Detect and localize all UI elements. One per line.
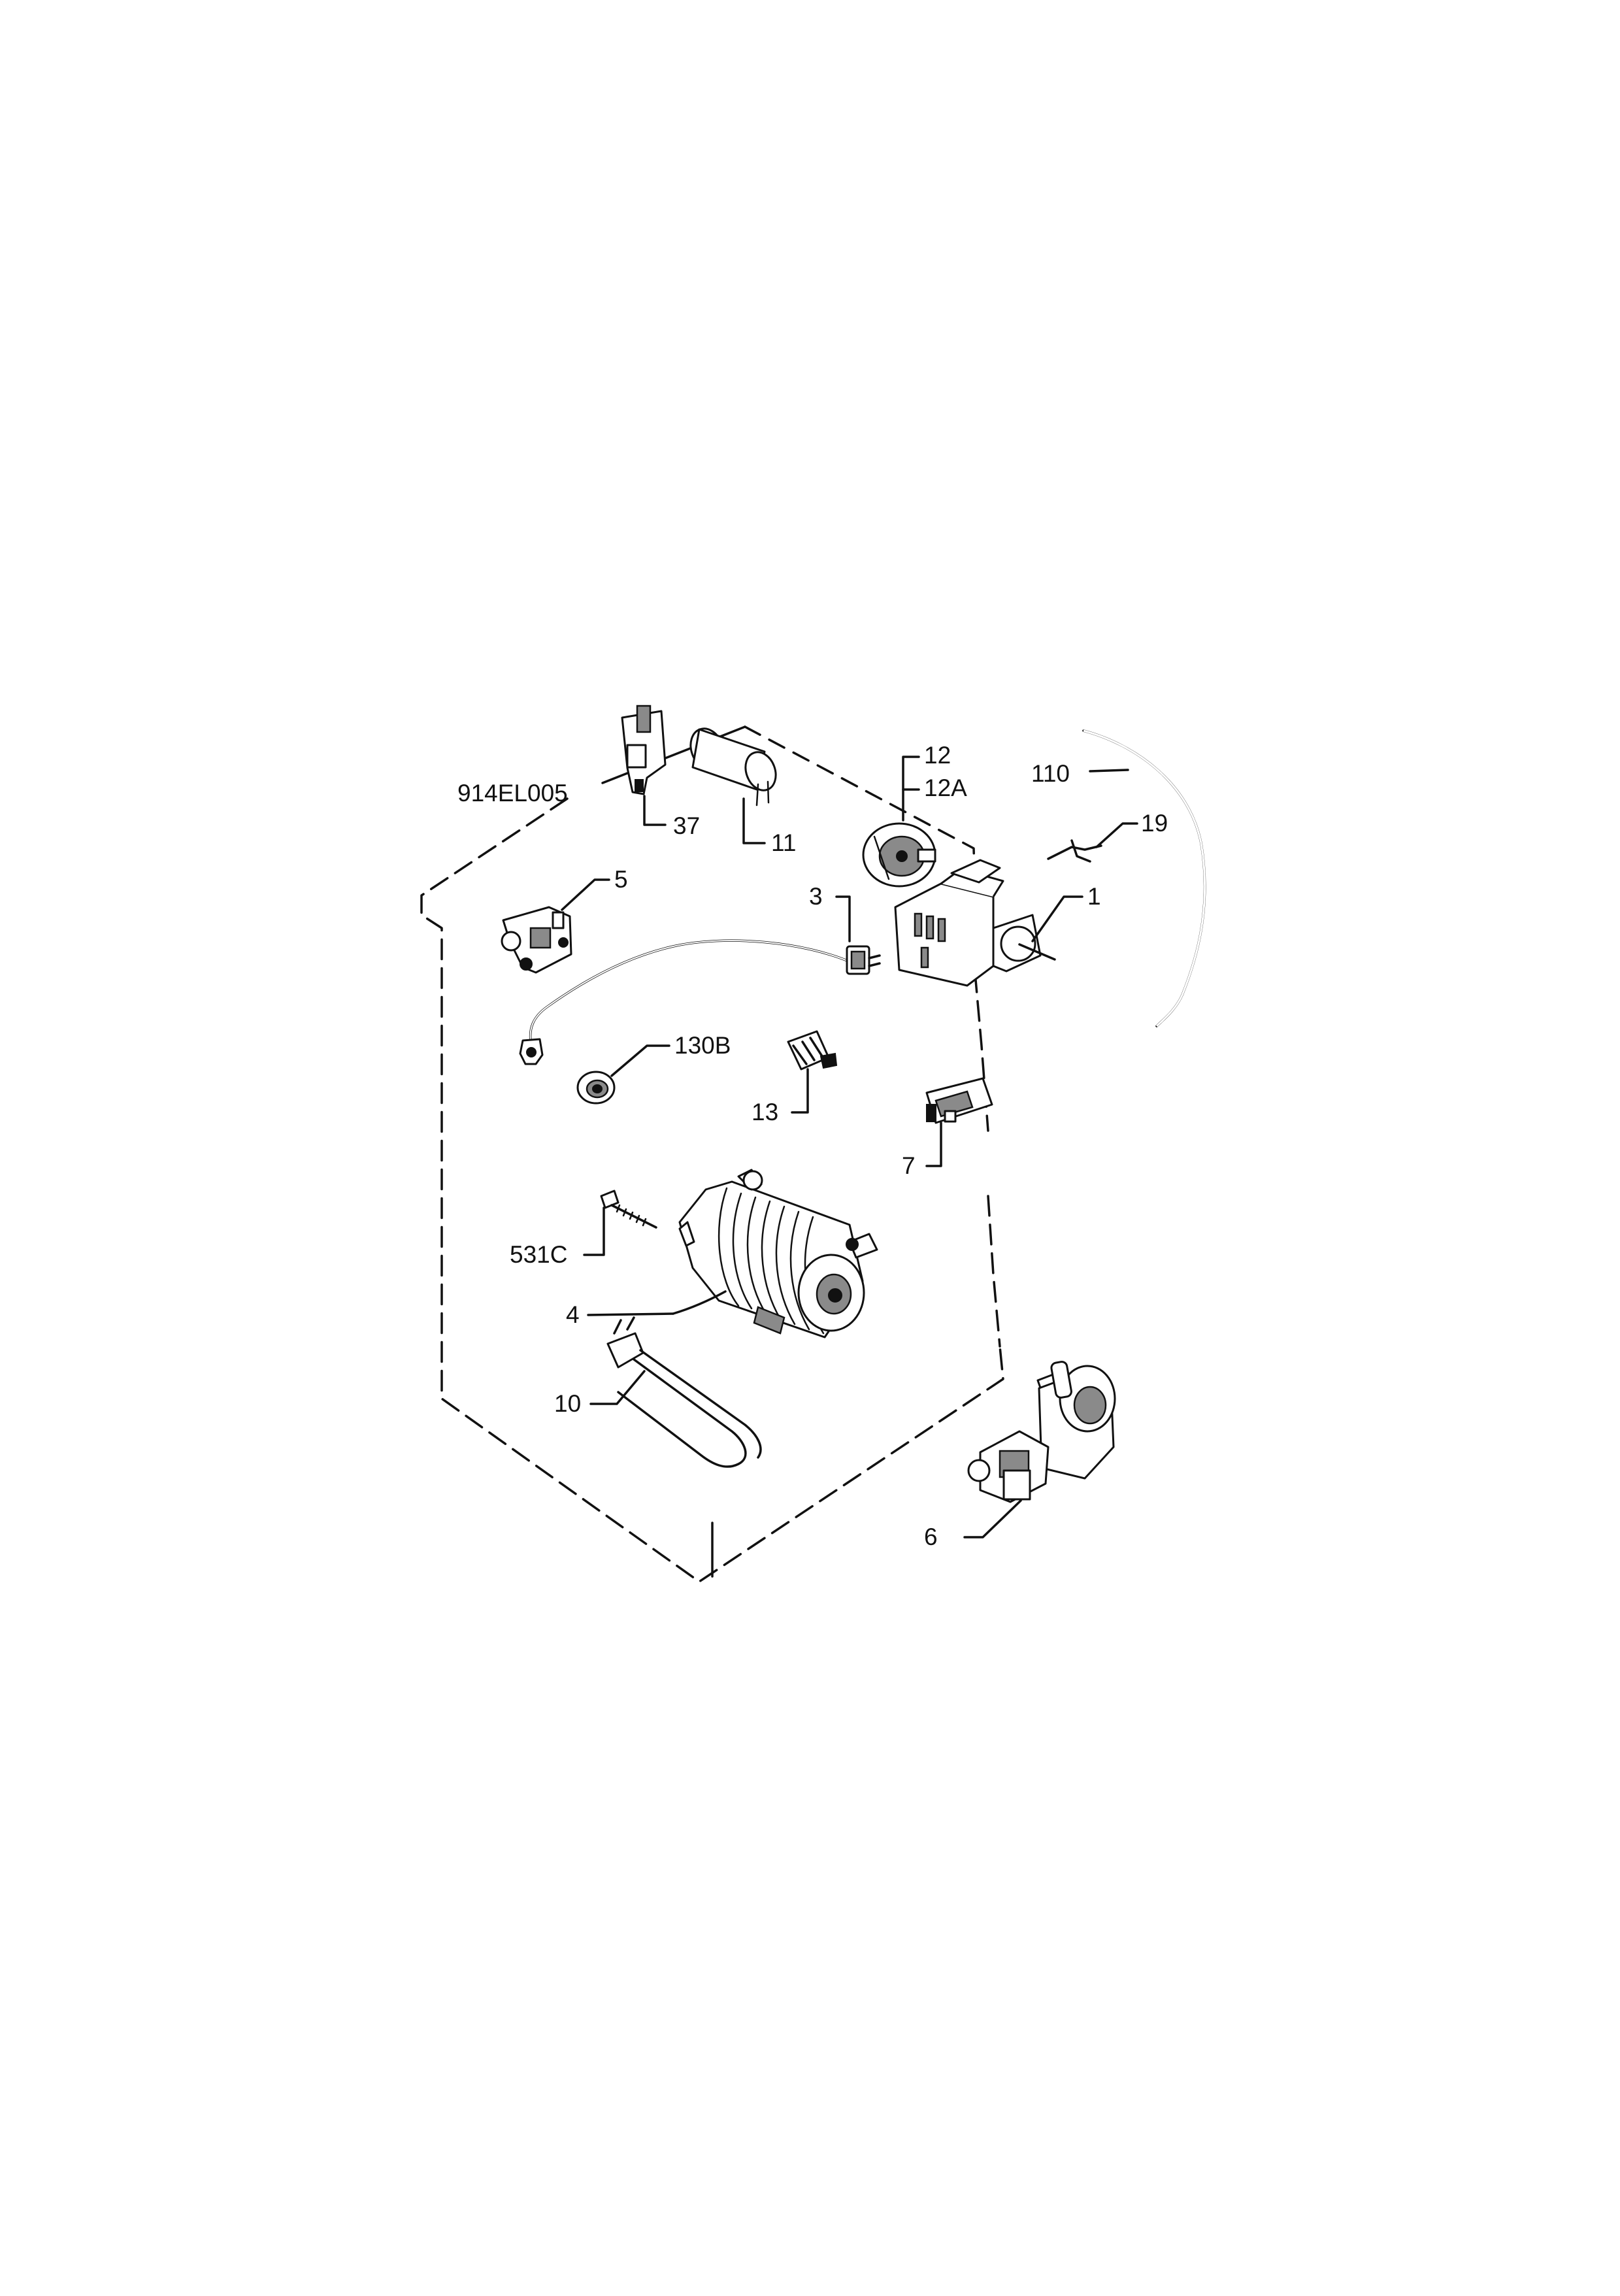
timer-programmer-icon — [894, 859, 1056, 987]
grommet-icon — [576, 1071, 616, 1105]
label-7: 7 — [902, 1152, 916, 1179]
label-11: 11 — [771, 829, 796, 856]
label-10: 10 — [554, 1390, 581, 1417]
label-531c: 531C — [510, 1241, 567, 1268]
label-6: 6 — [924, 1523, 938, 1550]
label-4: 4 — [566, 1301, 580, 1328]
capacitor-icon — [689, 727, 777, 807]
label-1: 1 — [1087, 883, 1101, 910]
drain-pump-icon — [967, 1361, 1116, 1503]
wire-cable-icon — [1082, 729, 1206, 1027]
connector-icon — [787, 1030, 838, 1071]
drawing-code: 914EL005 — [457, 780, 568, 807]
wire-clip-icon — [1047, 839, 1102, 863]
label-37: 37 — [673, 812, 700, 839]
label-13: 13 — [752, 1099, 778, 1125]
door-lock-icon — [925, 1077, 993, 1124]
solenoid-valve-icon — [501, 906, 572, 974]
door-interlock-bracket-icon — [621, 705, 667, 795]
label-12a: 12A — [924, 774, 967, 801]
label-19: 19 — [1141, 810, 1168, 837]
label-130b: 130B — [674, 1032, 731, 1059]
motor-icon — [678, 1169, 878, 1339]
thermostat-sensor-icon — [519, 939, 881, 1065]
label-110: 110 — [1031, 760, 1070, 787]
label-12: 12 — [924, 742, 951, 769]
label-3: 3 — [809, 883, 823, 910]
heating-element-icon — [606, 1316, 762, 1468]
label-5: 5 — [614, 866, 628, 893]
pressure-switch-icon — [862, 822, 936, 888]
screw-icon — [600, 1190, 657, 1229]
